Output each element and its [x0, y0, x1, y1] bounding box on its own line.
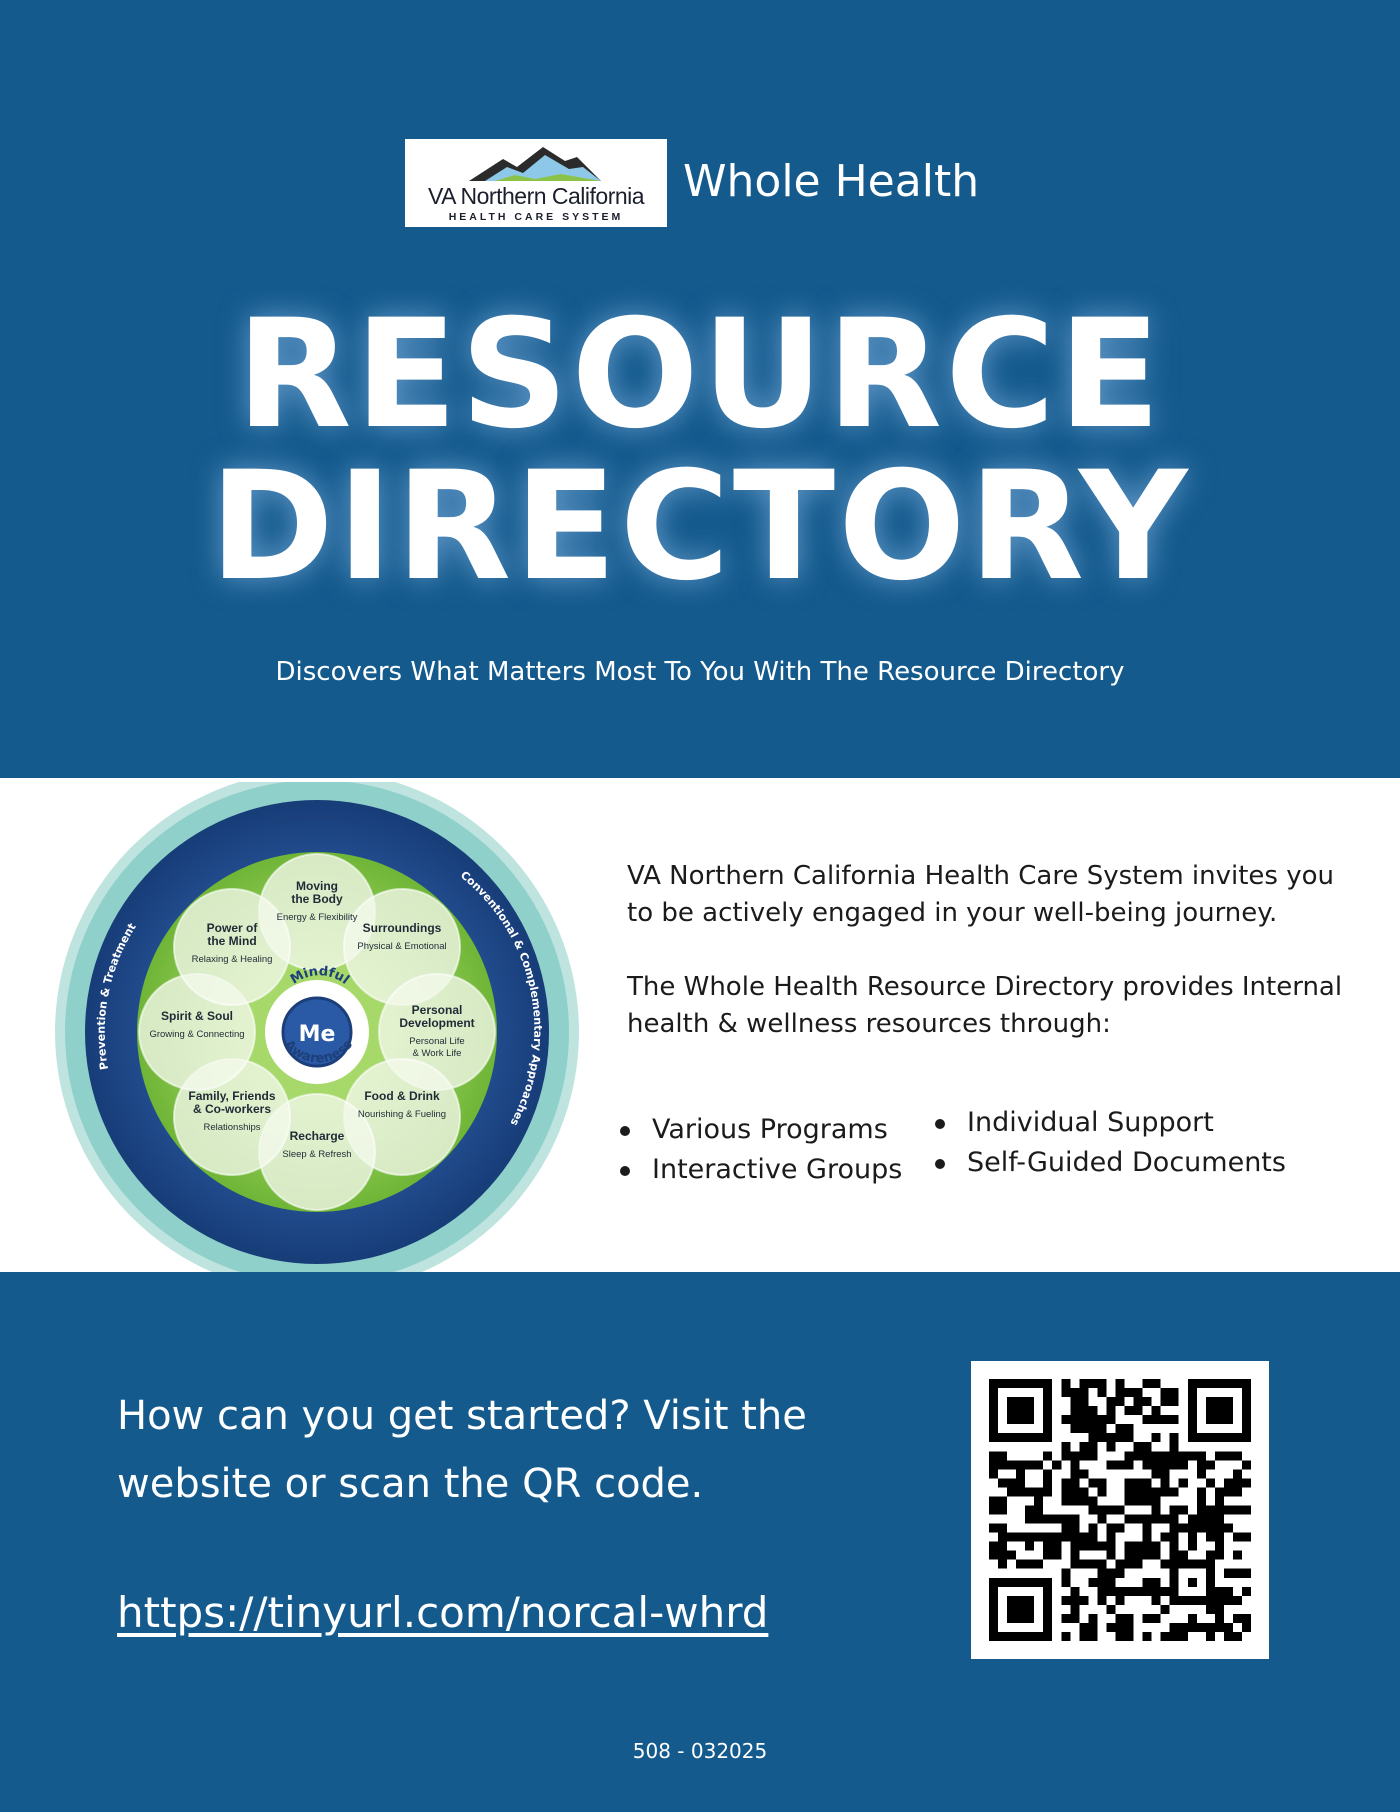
qr-code-icon: [989, 1379, 1251, 1641]
headline-line-2: DIRECTORY: [209, 440, 1191, 614]
wheel-petal-sub1: Growing & Connecting: [149, 1029, 244, 1040]
wheel-petal-sub1: Energy & Flexibility: [277, 912, 358, 923]
va-logo: VA Northern California HEALTH CARE SYSTE…: [405, 139, 667, 227]
list-item: Interactive Groups: [620, 1150, 902, 1190]
wheel-center: Me: [299, 1022, 336, 1047]
mountain-logo-icon: [469, 147, 601, 181]
wheel-petal-title1: Family, Friends: [188, 1089, 275, 1103]
intro-text: VA Northern California Health Care Syste…: [627, 858, 1347, 1043]
logo-subtitle: HEALTH CARE SYSTEM: [448, 211, 624, 223]
list-item: Various Programs: [620, 1110, 902, 1150]
wheel-petal-title2: the Body: [291, 892, 343, 906]
bullet-list-right: Individual Support Self-Guided Documents: [935, 1103, 1286, 1183]
svg-text:Community: Community: [271, 811, 363, 829]
wheel-petal-sub2: & Work Life: [413, 1048, 462, 1059]
logo-name: VA Northern California: [427, 183, 645, 209]
whole-health-wheel: Me Mindful Awareness Community Preventio…: [55, 782, 579, 1294]
wheel-petal-sub1: Relaxing & Healing: [192, 954, 273, 965]
wheel-outer-label: Community: [271, 811, 361, 829]
wheel-petal-sub1: Personal Life: [409, 1036, 464, 1047]
document-code: 508 - 032025: [632, 1739, 768, 1763]
call-to-action: How can you get started? Visit the websi…: [117, 1393, 807, 1507]
header: VA Northern California HEALTH CARE SYSTE…: [0, 0, 1400, 778]
wheel-petal-title1: Spirit & Soul: [161, 1009, 233, 1023]
list-item: Individual Support: [935, 1103, 1286, 1143]
tagline: Discovers What Matters Most To You With …: [275, 657, 1125, 687]
wheel-petal-title1: Power of: [207, 921, 259, 935]
wheel-petal-sub1: Nourishing & Fueling: [358, 1109, 446, 1120]
wheel-petal-title2: Development: [399, 1016, 474, 1030]
wheel-petal-sub1: Physical & Emotional: [357, 941, 446, 952]
program-title: Whole Health: [683, 156, 980, 207]
wheel-petal-title1: Recharge: [290, 1129, 345, 1143]
website-link[interactable]: https://tinyurl.com/norcal-whrd: [117, 1588, 769, 1637]
intro-band: Me Mindful Awareness Community Preventio…: [0, 778, 1400, 1294]
intro-paragraph-2: The Whole Health Resource Directory prov…: [627, 972, 1343, 1039]
wheel-petal-title1: Personal: [412, 1003, 463, 1017]
wheel-petal-sub1: Relationships: [203, 1122, 260, 1133]
wheel-petal-title1: Moving: [296, 879, 338, 893]
qr-code[interactable]: [971, 1361, 1269, 1659]
wheel-petal-sub1: Sleep & Refresh: [282, 1149, 351, 1160]
bullet-list-left: Various Programs Interactive Groups: [620, 1110, 902, 1190]
wheel-petal-title2: & Co-workers: [193, 1102, 271, 1116]
intro-paragraph-1: VA Northern California Health Care Syste…: [627, 861, 1335, 928]
footer: How can you get started? Visit the websi…: [0, 1272, 1400, 1812]
list-item: Self-Guided Documents: [935, 1143, 1286, 1183]
wheel-petal-title1: Surroundings: [363, 921, 442, 935]
wheel-petal-title1: Food & Drink: [364, 1089, 440, 1103]
headline-line-1: RESOURCE: [236, 288, 1164, 462]
wheel-petal-title2: the Mind: [207, 934, 256, 948]
